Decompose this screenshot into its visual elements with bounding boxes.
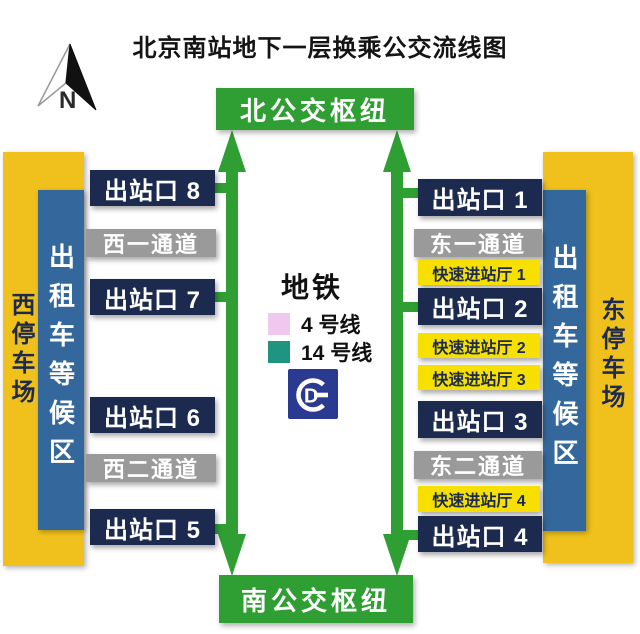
subway-logo-g-arc bbox=[296, 378, 325, 412]
west-passage-1-box: 西一通道 bbox=[86, 229, 216, 257]
arrow-up-west-icon bbox=[218, 130, 246, 172]
subway-title: 地铁 bbox=[280, 272, 343, 303]
page-title: 北京南站地下一层换乘公交流线图 bbox=[132, 35, 508, 62]
fast-entry-hall-4-box: 快速进站厅 4 bbox=[418, 486, 540, 512]
east-taxi-label: 出租车等候区 bbox=[549, 243, 579, 478]
exit-3-box: 出站口 3 bbox=[418, 401, 542, 438]
fast-entry-hall-1-box: 快速进站厅 1 bbox=[418, 260, 540, 285]
line-14-label: 14 号线 bbox=[301, 342, 373, 365]
west-taxi-bar bbox=[38, 190, 84, 530]
west-taxi-label-wrap: 出租车等候区 bbox=[38, 190, 84, 530]
south-bus-hub: 南公交枢纽 bbox=[219, 575, 413, 623]
east-parking-label: 东停车场 bbox=[597, 297, 624, 413]
connector-exit4 bbox=[400, 530, 420, 540]
west-parking-label: 西停车场 bbox=[7, 292, 34, 408]
north-bus-hub: 北公交枢纽 bbox=[216, 88, 414, 130]
compass-n-label: N bbox=[59, 87, 76, 114]
east-passage-2-box: 东二通道 bbox=[414, 451, 542, 479]
east-passage-1-box: 东一通道 bbox=[414, 229, 542, 257]
east-parking-label-wrap: 东停车场 bbox=[588, 160, 633, 550]
arrow-up-east-icon bbox=[383, 130, 411, 172]
connector-exit5 bbox=[211, 524, 229, 534]
exit-4-box: 出站口 4 bbox=[418, 516, 542, 552]
west-passage-2-box: 西二通道 bbox=[86, 454, 216, 482]
flow-line-west bbox=[226, 165, 238, 540]
arrow-down-east-icon bbox=[383, 534, 411, 576]
exit-7-box: 出站口 7 bbox=[90, 279, 215, 315]
exit-8-box: 出站口 8 bbox=[90, 170, 215, 206]
line-4-label: 4 号线 bbox=[301, 314, 361, 337]
arrow-down-west-icon bbox=[218, 534, 246, 576]
beijing-subway-logo-icon: D bbox=[288, 369, 338, 419]
fast-entry-hall-2-box: 快速进站厅 2 bbox=[418, 333, 540, 358]
exit-1-box: 出站口 1 bbox=[418, 179, 542, 216]
exit-2-box: 出站口 2 bbox=[418, 288, 542, 325]
west-parking-label-wrap: 西停车场 bbox=[3, 160, 38, 540]
flow-line-east bbox=[391, 165, 403, 540]
north-arrow-east-wing bbox=[65, 43, 97, 111]
exit-5-box: 出站口 5 bbox=[90, 509, 215, 545]
legend-line-4: 4 号线 bbox=[268, 309, 361, 339]
connector-exit2 bbox=[400, 302, 420, 312]
connector-exit7 bbox=[211, 292, 229, 302]
line-14-color-swatch bbox=[268, 341, 290, 363]
exit-6-box: 出站口 6 bbox=[90, 397, 215, 433]
north-arrow-icon: N bbox=[37, 43, 97, 114]
east-taxi-label-wrap: 出租车等候区 bbox=[543, 190, 586, 531]
subway-logo-background bbox=[288, 369, 338, 419]
east-taxi-bar bbox=[543, 190, 586, 531]
subway-logo-d-letter: D bbox=[304, 386, 318, 408]
fast-entry-hall-3-box: 快速进站厅 3 bbox=[418, 365, 540, 390]
west-taxi-label: 出租车等候区 bbox=[45, 243, 76, 477]
connector-exit8 bbox=[211, 183, 229, 193]
line-4-color-swatch bbox=[268, 313, 290, 335]
legend-line-14: 14 号线 bbox=[268, 337, 372, 367]
connector-exit1 bbox=[400, 188, 420, 198]
